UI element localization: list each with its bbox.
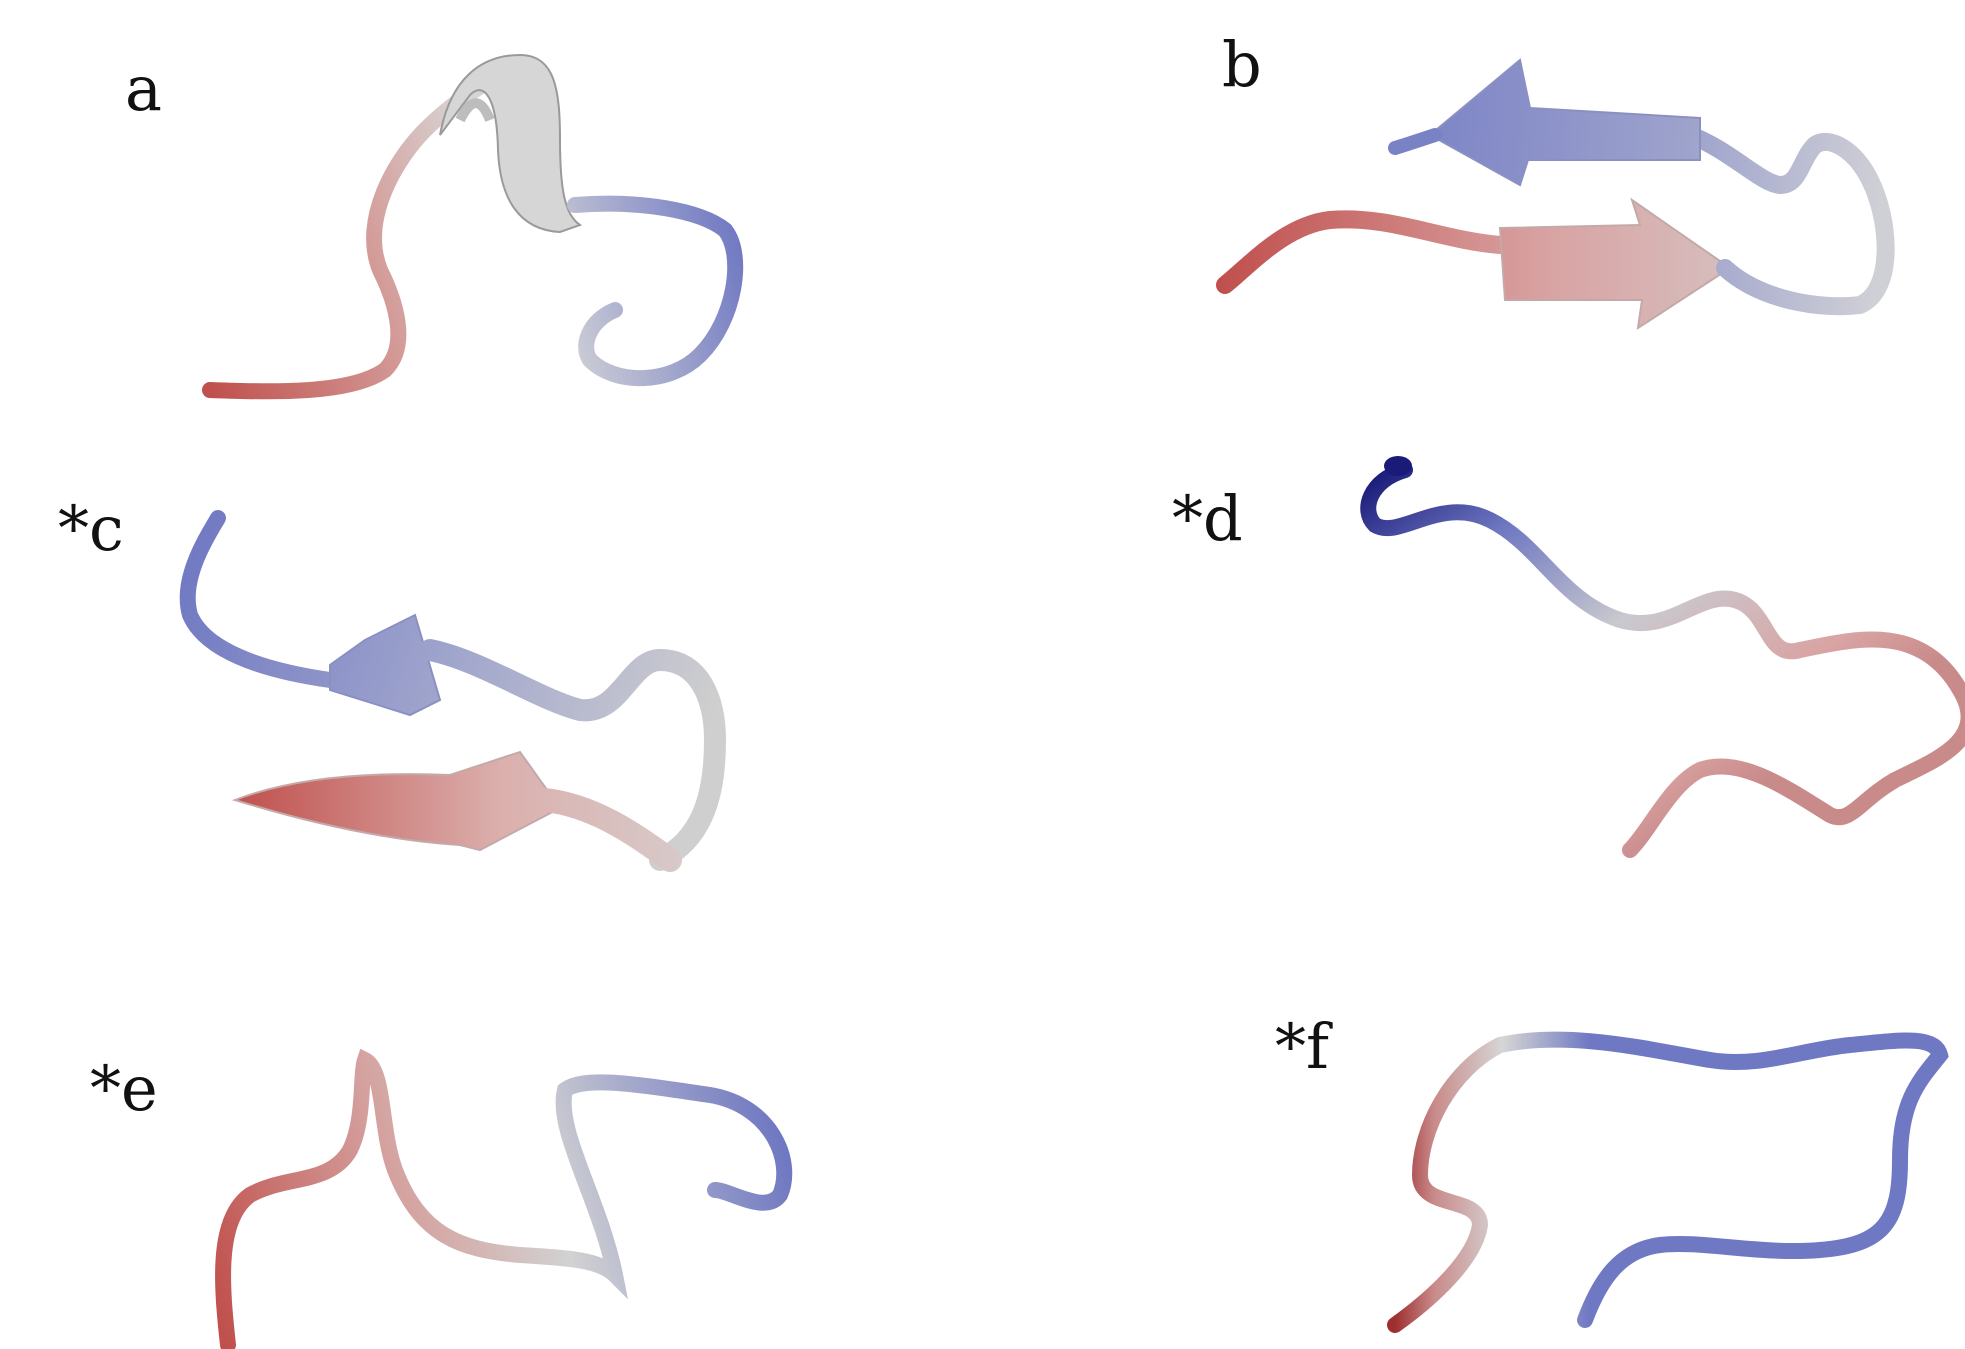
structure-f <box>1395 1040 1940 1325</box>
structure-c <box>188 518 715 860</box>
helix-ribbon <box>440 55 580 232</box>
strand-arrow-c-top <box>330 615 440 715</box>
strand-arrow-bottom <box>1500 200 1730 328</box>
strand-arrow-c-bottom <box>235 752 560 850</box>
structure-d <box>1368 456 1965 850</box>
structure-a <box>210 55 735 391</box>
strand-arrow-top <box>1430 60 1700 185</box>
structure-b <box>1225 60 1886 328</box>
structure-e <box>223 1060 784 1345</box>
